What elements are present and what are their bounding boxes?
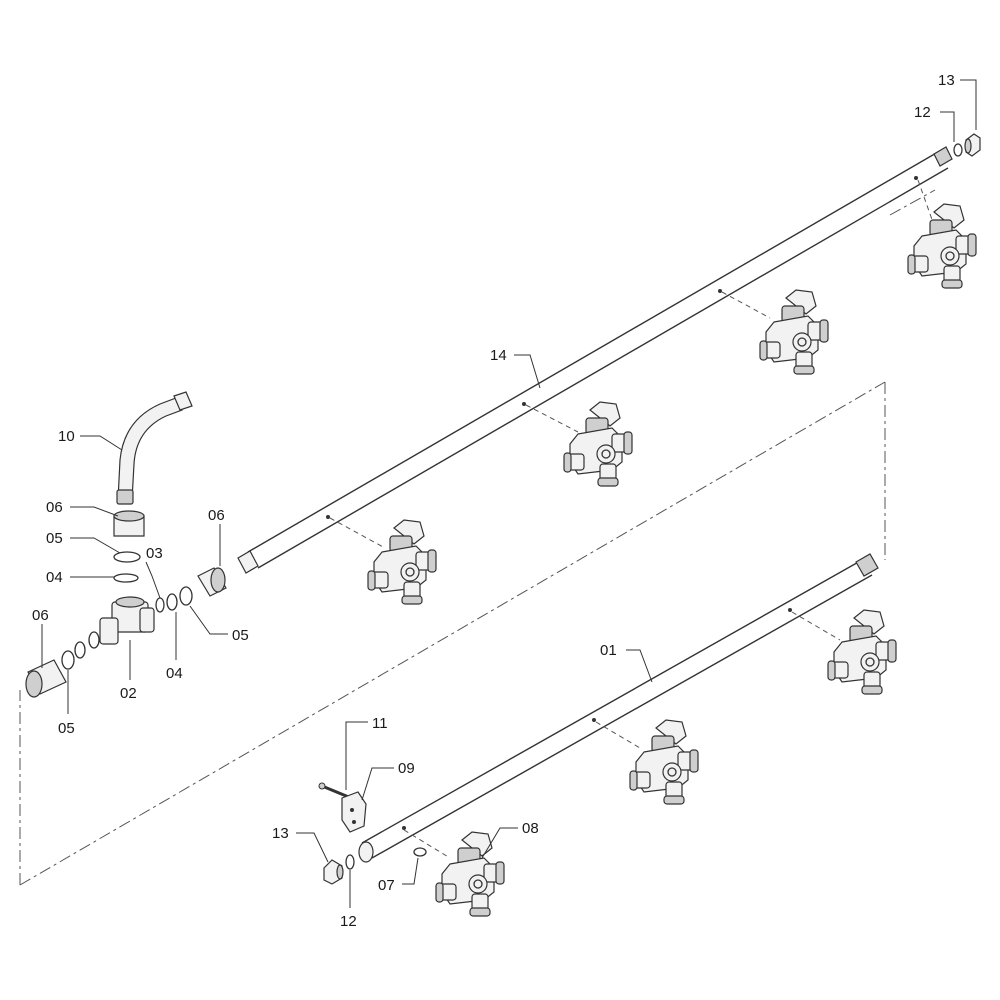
leader-13-bottom [296, 832, 329, 863]
nozzle-body-upper-4 [907, 203, 977, 289]
nozzle-leader-6 [595, 721, 641, 749]
label-06-mid: 06 [208, 507, 225, 524]
label-06-left: 06 [32, 607, 49, 624]
nozzle-body-lower-2 [629, 719, 699, 805]
leader-03 [145, 561, 161, 599]
label-12-bottom: 12 [340, 913, 357, 930]
ring-07 [413, 847, 427, 857]
nozzle-body-upper-2 [563, 401, 633, 487]
end-cap-13-bottom [323, 859, 344, 885]
leader-09 [361, 767, 394, 801]
ring-left-a [88, 631, 100, 649]
label-03: 03 [146, 545, 163, 562]
nozzle-body-lower-3 [435, 831, 505, 917]
label-12-top: 12 [914, 104, 931, 121]
nozzle-leader-1 [329, 517, 386, 549]
nozzle-body-lower-1 [827, 609, 897, 695]
ring-05-top [113, 551, 141, 563]
label-01: 01 [600, 642, 617, 659]
upper-return-line [889, 189, 936, 216]
label-11: 11 [372, 715, 388, 732]
leader-13-top [960, 79, 977, 130]
nut-06-top [113, 510, 145, 537]
leader-14 [514, 354, 541, 389]
nozzle-leader-7 [403, 829, 451, 859]
label-14: 14 [490, 347, 507, 364]
ring-05-bottom [61, 650, 75, 670]
leader-06-top [70, 506, 119, 517]
label-09: 09 [398, 760, 415, 777]
ring-04-right [166, 593, 178, 611]
leader-11 [345, 721, 368, 790]
nozzle-leader-3 [721, 291, 771, 319]
ring-12-top [953, 143, 963, 157]
nozzle-leader-5 [791, 611, 841, 641]
leader-08 [481, 827, 518, 859]
leader-01 [626, 649, 653, 683]
leader-05-top [70, 537, 121, 554]
ring-04-top [113, 573, 139, 583]
end-cap-13-top [964, 133, 981, 157]
label-13-bottom: 13 [272, 825, 289, 842]
ring-05-right [179, 586, 193, 606]
label-05-bottom: 05 [58, 720, 75, 737]
label-06-top: 06 [46, 499, 63, 516]
ring-left-b [74, 641, 86, 659]
bolt-11-head [318, 782, 326, 790]
ring-12-bottom [345, 854, 355, 870]
inlet-hose-10 [116, 391, 193, 505]
label-05-top: 05 [46, 530, 63, 547]
label-05-right: 05 [232, 627, 249, 644]
clamp-09 [341, 791, 367, 833]
ring-03 [155, 597, 165, 613]
leader-12-top [940, 111, 955, 142]
label-13-top: 13 [938, 72, 955, 89]
leader-10 [80, 435, 123, 451]
label-04-bottom: 04 [166, 665, 183, 682]
label-02: 02 [120, 685, 137, 702]
label-04-top: 04 [46, 569, 63, 586]
pipe-14 [237, 146, 953, 574]
leader-07 [402, 857, 419, 885]
label-08: 08 [522, 820, 539, 837]
label-07: 07 [378, 877, 395, 894]
nozzle-body-upper-3 [759, 289, 829, 375]
nut-06-mid [197, 567, 227, 597]
tee-fitting-02 [99, 596, 155, 645]
pipe-01 [358, 553, 879, 863]
leader-05-right [189, 605, 228, 635]
nut-06-left [25, 659, 67, 698]
nozzle-leader-2 [525, 404, 579, 433]
assembly-centerline-diagonal [19, 381, 886, 886]
label-10: 10 [58, 428, 75, 445]
nozzle-body-upper-1 [367, 519, 437, 605]
